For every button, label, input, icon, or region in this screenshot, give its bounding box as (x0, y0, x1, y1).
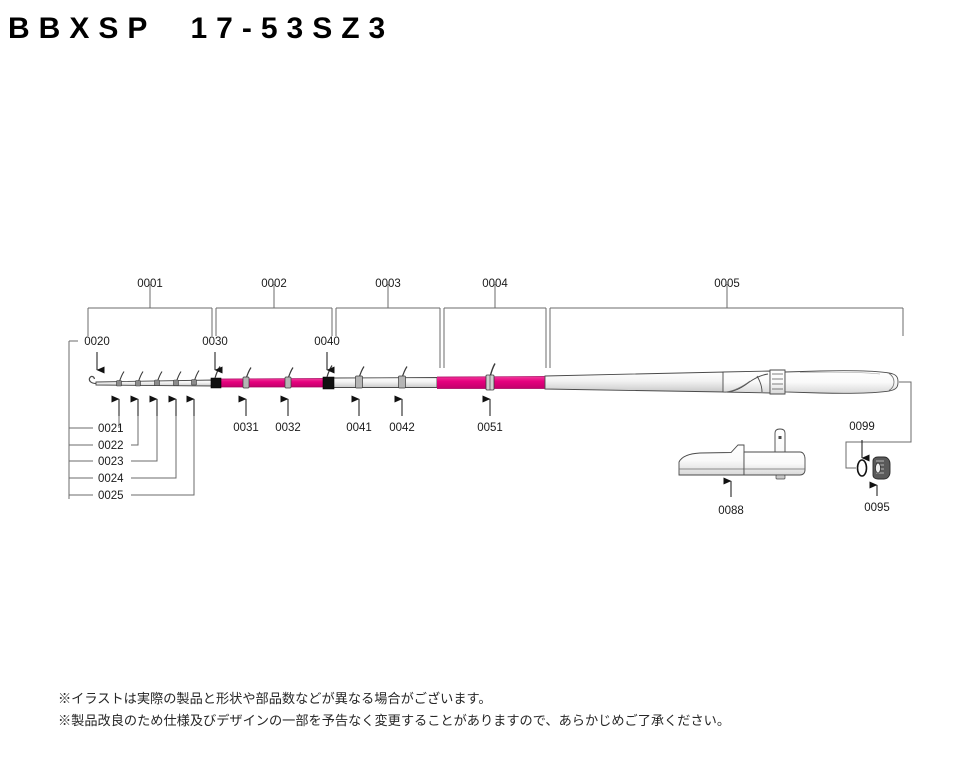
ladder-link-0023 (131, 414, 158, 462)
ladder-label-0021: 0021 (98, 423, 124, 435)
o-ring-0099 (856, 459, 868, 477)
locking-nut-threads (772, 373, 783, 390)
callout-label-0020: 0020 (84, 336, 110, 348)
guide-0031 (242, 367, 252, 389)
grip-highlight (799, 371, 881, 375)
note-line-2: ※製品改良のため仕様及びデザインの一部を予告なく変更することがありますので、あら… (58, 713, 731, 728)
cap-nut-0095 (872, 456, 891, 480)
callout-label-0041: 0041 (346, 422, 372, 434)
bracket-label-0003: 0003 (375, 278, 401, 290)
ladder-label-0022: 0022 (98, 440, 124, 452)
tip-guide-feet (116, 379, 197, 387)
ladder-link-0022 (131, 414, 139, 446)
section-bracket-0005 (549, 284, 904, 368)
ferrule-0040 (322, 376, 335, 390)
butt-accessories: 0099 0095 (845, 381, 912, 514)
rod-section-0005-blank (544, 371, 726, 393)
rod-section-0002-blank (219, 378, 326, 387)
reel-seat-contour (725, 373, 769, 393)
section-bracket-0002 (215, 284, 333, 336)
callout-label-0099: 0099 (849, 421, 875, 433)
hook-keeper-part: 0088 (678, 428, 806, 517)
guide-0042 (398, 366, 408, 389)
rod-section-0003-blank (332, 377, 438, 388)
reel-seat-body (722, 370, 771, 394)
guide-leg-0040 (326, 365, 333, 378)
rod-tip-top (88, 375, 97, 385)
guide-0041 (355, 366, 365, 389)
top-callout-group: 0020 0030 0040 (69, 336, 340, 374)
callout-label-0095: 0095 (864, 502, 890, 514)
section-bracket-group (87, 284, 904, 368)
locking-nut (769, 369, 786, 395)
hook-keeper-hole (778, 436, 782, 439)
callout-label-0032: 0032 (275, 422, 301, 434)
note-line-1: ※イラストは実際の製品と形状や部品数などが異なる場合がございます。 (58, 691, 492, 706)
callout-label-0030: 0030 (202, 336, 228, 348)
hook-keeper-base (743, 451, 806, 476)
guide-0032 (284, 367, 294, 389)
ladder-label-0024: 0024 (98, 473, 124, 485)
section-bracket-0004 (443, 284, 547, 368)
tip-guide-ladder-labels: 0021 0022 0023 0024 0025 (98, 423, 124, 502)
ladder-link-0024 (131, 414, 177, 479)
callout-label-0031: 0031 (233, 422, 259, 434)
section-bracket-0003 (335, 284, 441, 368)
bracket-label-0005: 0005 (714, 278, 740, 290)
disclaimer-notes: ※イラストは実際の製品と形状や部品数などが異なる場合がございます。 ※製品改良の… (58, 688, 730, 732)
bracket-label-0002: 0002 (261, 278, 287, 290)
line-guides (116, 363, 496, 391)
callout-label-0088: 0088 (718, 505, 744, 517)
callout-label-0042: 0042 (389, 422, 415, 434)
hook-keeper-stud (775, 474, 786, 480)
bracket-label-0001: 0001 (137, 278, 163, 290)
ladder-link-0025 (131, 414, 195, 496)
ladder-label-0025: 0025 (98, 490, 124, 502)
section-bracket-0001 (87, 284, 213, 336)
ferrule-0030 (210, 377, 222, 389)
bracket-label-0004: 0004 (482, 278, 508, 290)
hook-keeper-body (678, 444, 745, 476)
butt-cap-edge (888, 373, 895, 391)
callout-label-0051: 0051 (477, 422, 503, 434)
blank-edge (218, 378, 327, 388)
rear-grip (784, 370, 899, 394)
reel-seat-contour-2 (725, 380, 751, 393)
reel-seat-step (756, 375, 763, 393)
tip-guide-ladder (68, 341, 195, 499)
bottom-callout-group: 0031 0032 0041 0042 0051 (233, 395, 503, 434)
section-bracket-labels: 0001 0002 0003 0004 0005 (137, 278, 740, 290)
tip-guide-arrows (111, 395, 195, 416)
callout-leader-0099 (845, 381, 912, 469)
ladder-label-0023: 0023 (98, 456, 124, 468)
guide-0051 (485, 363, 496, 391)
callout-label-0040: 0040 (314, 336, 340, 348)
guide-leg-0030 (214, 366, 221, 379)
page-title: BBXSP 17-53SZ3 (8, 12, 395, 45)
